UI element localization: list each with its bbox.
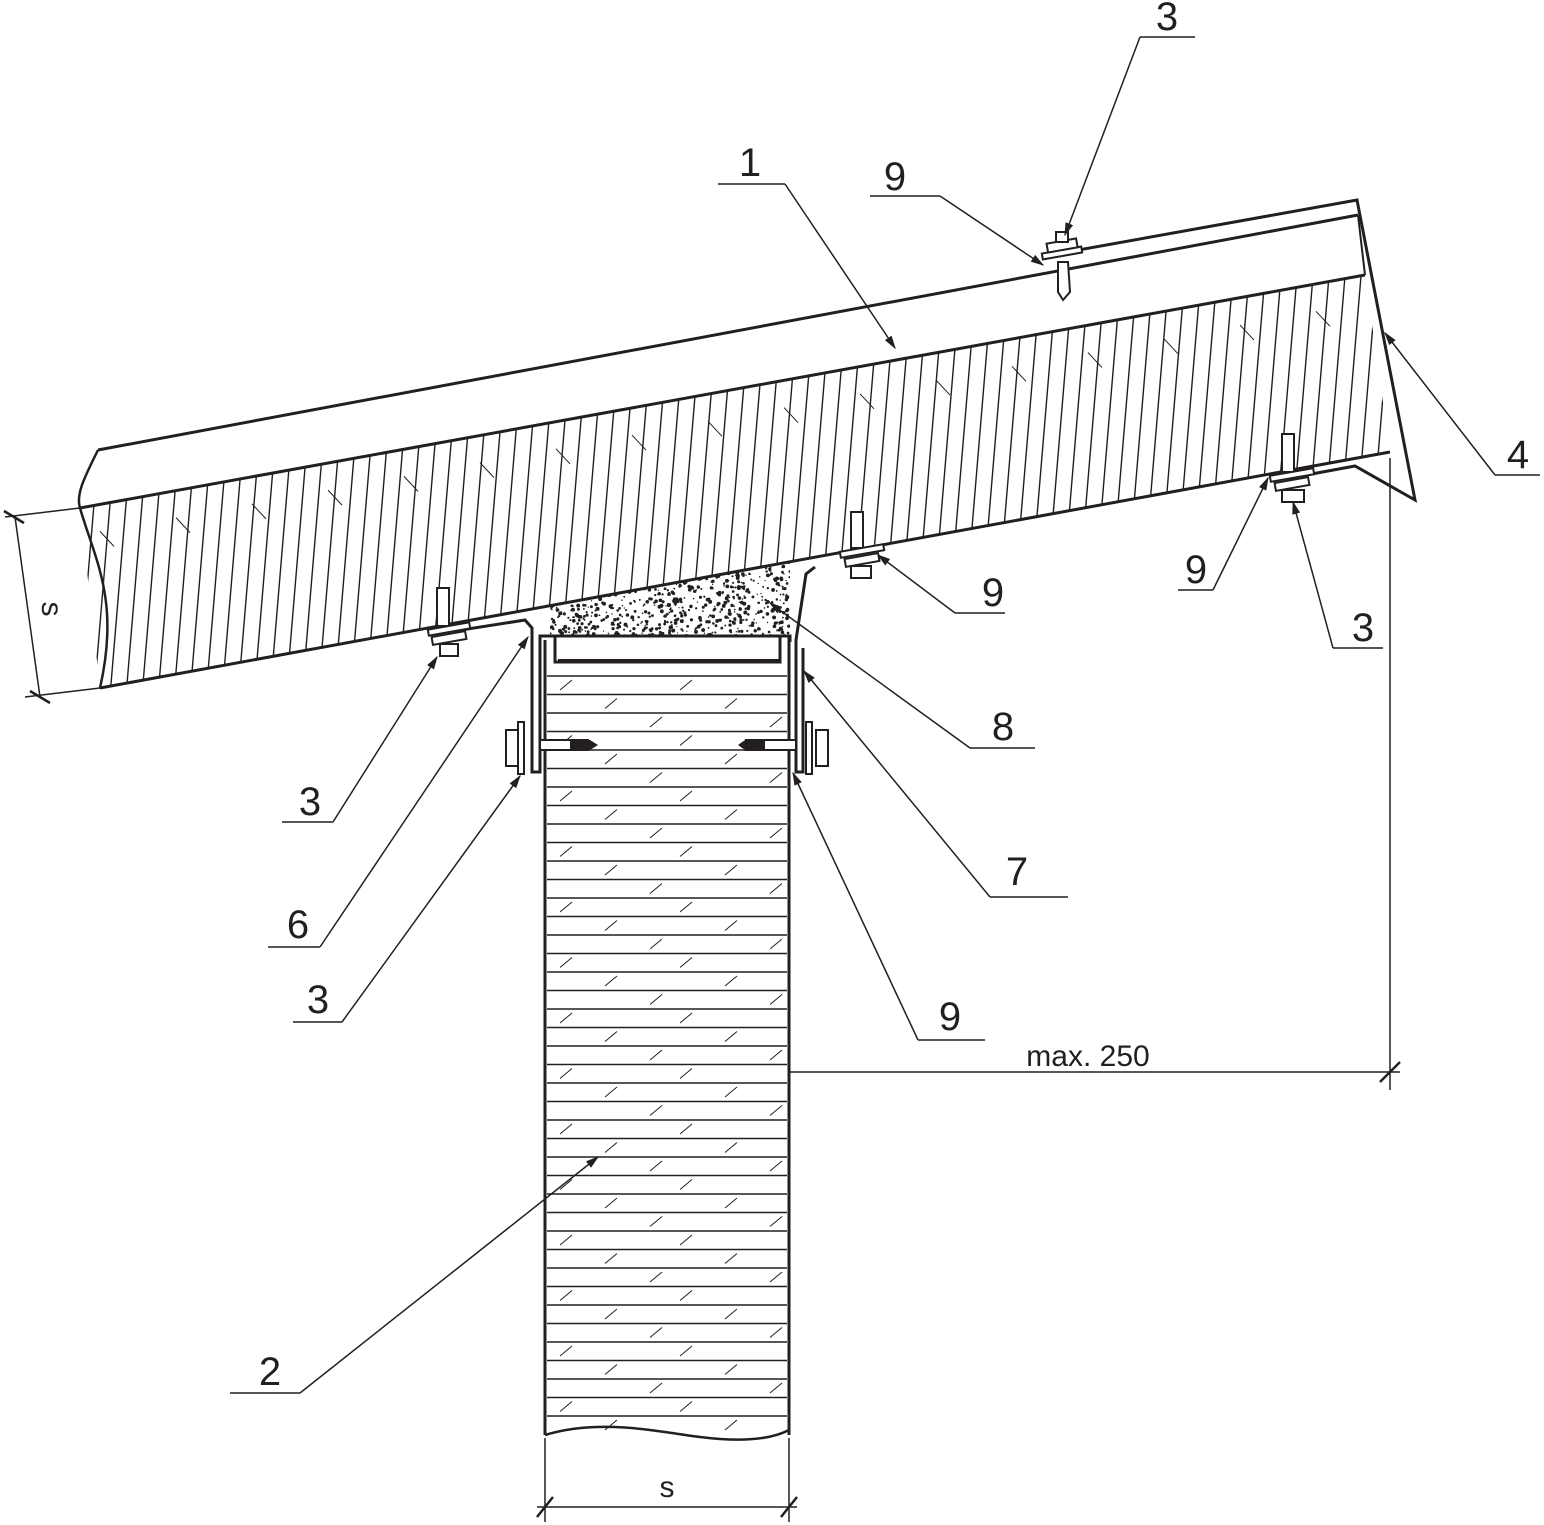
svg-text:2: 2 (259, 1350, 281, 1394)
callout-3-wall: 3 (293, 774, 521, 1023)
callout-3-right: 3 (1292, 500, 1383, 650)
fastener-left (426, 587, 472, 657)
callout-4: 4 (1384, 331, 1540, 477)
dimension-roof-thickness: s (3, 507, 101, 705)
svg-text:9: 9 (1185, 548, 1207, 592)
dimension-wall-thickness: s (536, 1438, 798, 1522)
dimension-wall-thickness-label: s (660, 1471, 675, 1504)
svg-text:9: 9 (939, 995, 961, 1039)
ridge-flashing (1044, 198, 1418, 503)
flashing-inner (794, 565, 816, 774)
fastener-mid (838, 511, 886, 579)
fastener-wall-left (505, 721, 598, 775)
svg-text:3: 3 (299, 780, 321, 824)
wall-panel (543, 636, 791, 1441)
callout-8: 8 (768, 602, 1035, 749)
callout-3-left: 3 (282, 655, 438, 824)
callout-9-top: 9 (870, 155, 1045, 266)
callout-3-top: 3 (1064, 0, 1195, 237)
dimension-roof-thickness-label: s (35, 602, 68, 617)
callout-2: 2 (230, 1156, 600, 1394)
callout-9-wall: 9 (792, 771, 985, 1041)
roof-panel (77, 213, 1391, 690)
callout-9-right: 9 (1178, 476, 1269, 592)
svg-text:4: 4 (1507, 433, 1529, 477)
svg-text:9: 9 (982, 571, 1004, 615)
svg-text:6: 6 (287, 903, 309, 947)
svg-text:9: 9 (884, 155, 906, 199)
fastener-wall-right (738, 721, 829, 775)
wall-panel-core-hatch (547, 675, 787, 1431)
svg-text:3: 3 (1352, 606, 1374, 650)
dimension-overhang: max. 250 (789, 458, 1401, 1090)
dimension-overhang-label: max. 250 (1026, 1040, 1149, 1073)
svg-text:8: 8 (992, 705, 1014, 749)
fastener-right (1268, 433, 1316, 503)
flashing-outer (454, 618, 792, 774)
svg-text:3: 3 (307, 978, 329, 1022)
callout-1: 1 (718, 141, 896, 350)
callout-9-mid: 9 (876, 554, 1005, 615)
callout-7: 7 (803, 669, 1068, 898)
callout-6: 6 (268, 635, 529, 948)
svg-text:3: 3 (1156, 0, 1178, 39)
fastener-top (1040, 231, 1084, 302)
svg-text:1: 1 (739, 141, 761, 185)
svg-text:7: 7 (1006, 850, 1028, 894)
